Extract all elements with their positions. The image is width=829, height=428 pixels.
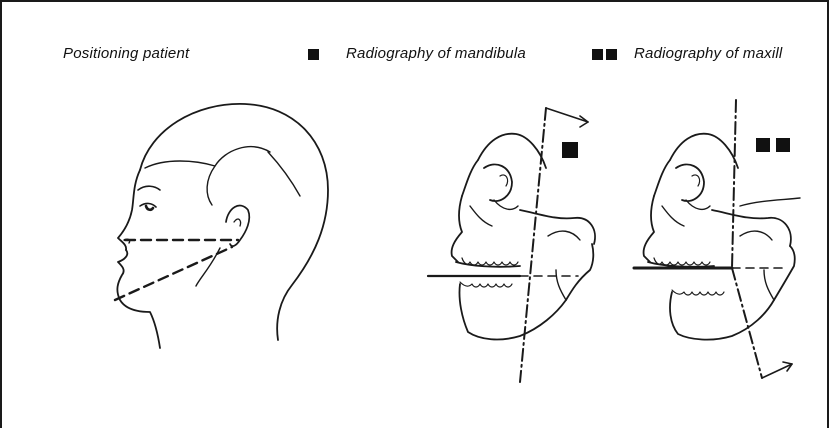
skull-mandibula-marker — [562, 142, 578, 158]
skull-maxilla-marker-2 — [776, 138, 790, 152]
head-profile — [115, 104, 328, 348]
skull-maxilla-marker-1 — [756, 138, 770, 152]
